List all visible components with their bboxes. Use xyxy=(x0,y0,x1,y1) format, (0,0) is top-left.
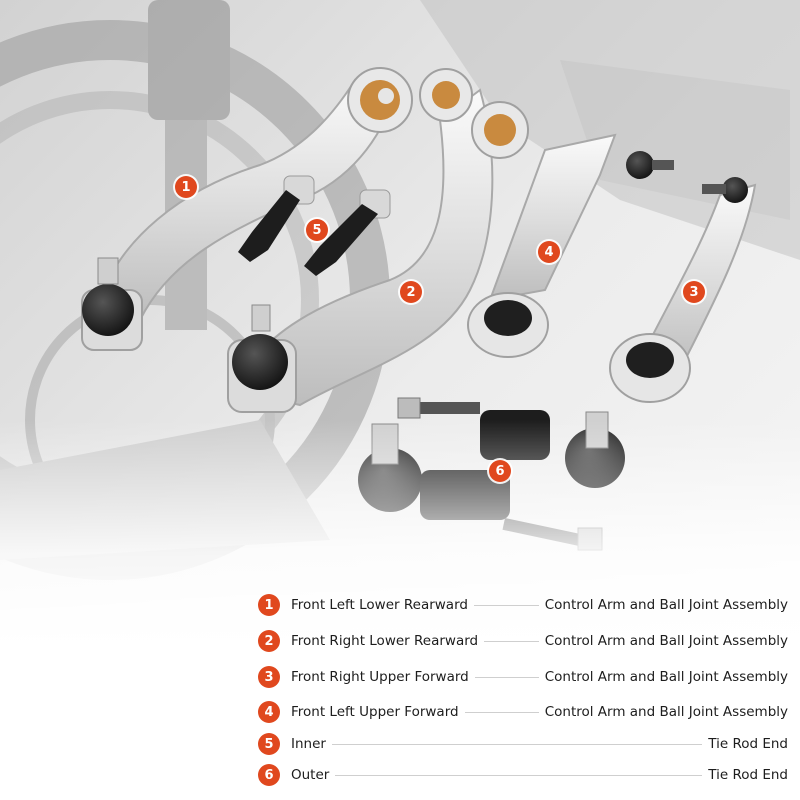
legend-part-position: Front Right Upper Forward xyxy=(291,669,469,685)
control-arm-front-right-lower-rearward xyxy=(227,68,529,413)
callout-marker-1: 1 xyxy=(175,176,197,198)
legend-leader-line xyxy=(335,774,703,776)
legend-number-badge: 6 xyxy=(258,764,280,786)
legend-leader-line xyxy=(464,711,539,713)
legend-number-badge: 5 xyxy=(258,733,280,755)
legend-number-badge: 3 xyxy=(258,666,280,688)
legend-row: 6 Outer Tie Rod End xyxy=(258,762,788,788)
callout-marker-5: 5 xyxy=(306,219,328,241)
legend-row: 3 Front Right Upper Forward Control Arm … xyxy=(258,664,788,690)
legend-leader-line xyxy=(484,640,539,642)
legend-part-position: Front Left Lower Rearward xyxy=(291,597,468,613)
legend-row: 4 Front Left Upper Forward Control Arm a… xyxy=(258,699,788,725)
callout-marker-2: 2 xyxy=(400,281,422,303)
bottom-fade-overlay xyxy=(0,420,800,800)
legend-leader-line xyxy=(473,604,539,606)
legend-row: 2 Front Right Lower Rearward Control Arm… xyxy=(258,628,788,654)
legend-leader-line xyxy=(474,676,539,678)
legend-part-type: Control Arm and Ball Joint Assembly xyxy=(544,597,788,613)
legend-part-position: Outer xyxy=(291,767,330,783)
control-arm-front-left-upper-forward xyxy=(467,133,674,358)
control-arm-front-left-lower-rearward xyxy=(81,67,413,351)
legend-number-badge: 4 xyxy=(258,701,280,723)
legend-part-position: Front Left Upper Forward xyxy=(291,704,459,720)
legend-number-badge: 1 xyxy=(258,594,280,616)
legend-row: 1 Front Left Lower Rearward Control Arm … xyxy=(258,592,788,618)
callout-marker-6: 6 xyxy=(489,460,511,482)
callout-marker-3: 3 xyxy=(683,281,705,303)
legend-part-type: Control Arm and Ball Joint Assembly xyxy=(544,669,788,685)
tie-rod-end-inner xyxy=(238,175,391,276)
legend-part-type: Tie Rod End xyxy=(708,767,788,783)
legend-part-type: Control Arm and Ball Joint Assembly xyxy=(544,704,788,720)
legend-part-position: Inner xyxy=(291,736,326,752)
legend-part-type: Control Arm and Ball Joint Assembly xyxy=(544,633,788,649)
legend-number-badge: 2 xyxy=(258,630,280,652)
legend-part-type: Tie Rod End xyxy=(708,736,788,752)
control-arm-front-right-upper-forward xyxy=(609,177,757,403)
callout-marker-4: 4 xyxy=(538,241,560,263)
legend-part-position: Front Right Lower Rearward xyxy=(291,633,479,649)
legend-row: 5 Inner Tie Rod End xyxy=(258,731,788,757)
legend-leader-line xyxy=(331,743,703,745)
